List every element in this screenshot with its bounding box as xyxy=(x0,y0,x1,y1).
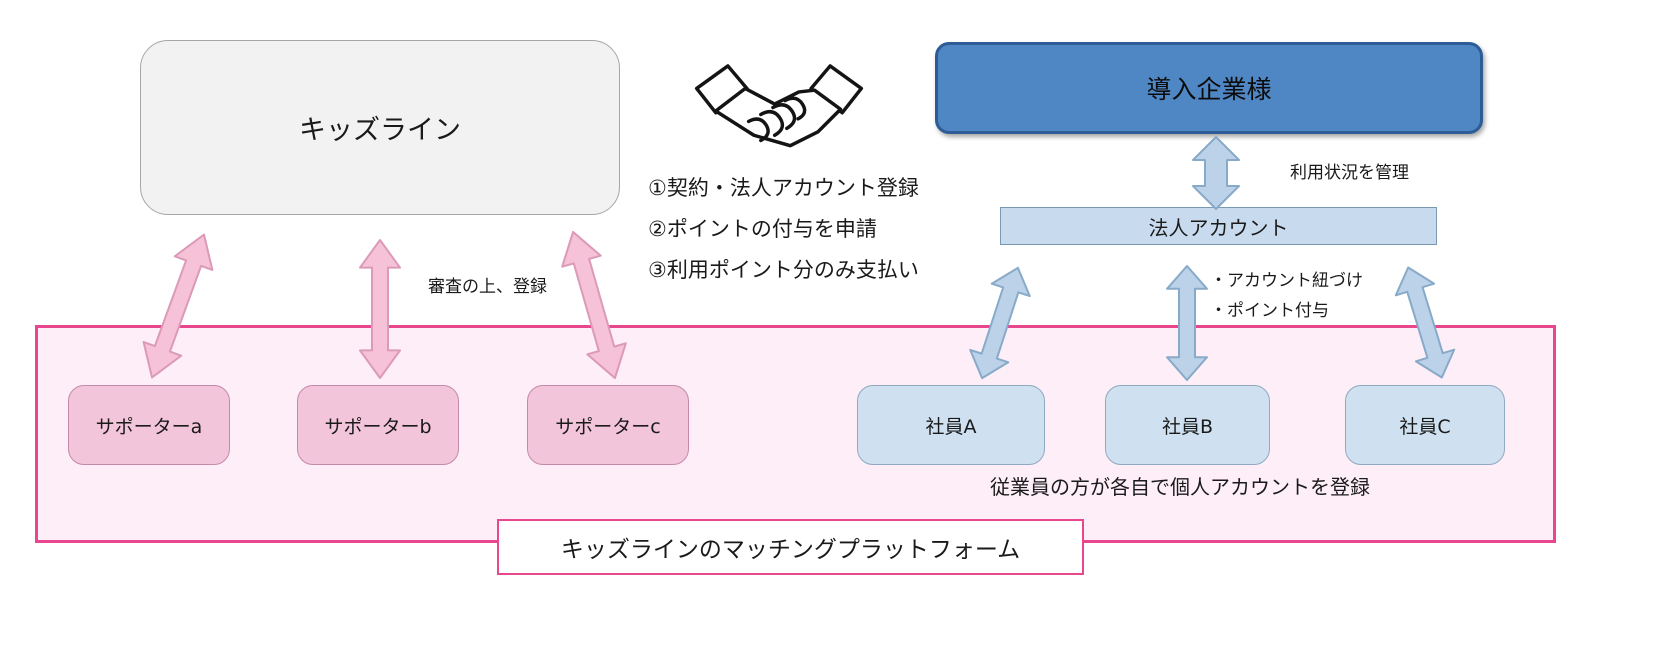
supporter-c-label: サポーターc xyxy=(555,415,661,438)
contract-note-1: ①契約・法人アカウント登録 xyxy=(648,176,919,200)
double-arrow-supporter-c xyxy=(554,226,634,383)
platform-container xyxy=(35,325,1556,543)
kidsline-box: キッズライン xyxy=(140,40,620,215)
double-arrow-employee-b xyxy=(1167,266,1207,380)
company-label: 導入企業様 xyxy=(1146,75,1272,104)
supporter-a-label: サポーターa xyxy=(95,415,203,438)
employee-box-a: 社員A xyxy=(857,385,1045,465)
corporate-account-box: 法人アカウント xyxy=(1000,207,1437,245)
double-arrow-company-account xyxy=(1193,137,1239,209)
employee-b-label: 社員B xyxy=(1161,415,1214,438)
corporate-account-label: 法人アカウント xyxy=(1148,215,1289,240)
platform-title-label: キッズラインのマッチングプラットフォーム xyxy=(560,537,1021,563)
contract-note-2: ②ポイントの付与を申請 xyxy=(648,217,877,241)
platform-title-box: キッズラインのマッチングプラットフォーム xyxy=(497,519,1084,575)
supporter-box-b: サポーターb xyxy=(297,385,459,465)
employee-a-label: 社員A xyxy=(925,415,977,438)
contract-note-3: ③利用ポイント分のみ支払い xyxy=(648,258,919,282)
kidsline-label: キッズライン xyxy=(299,115,461,146)
double-arrow-employee-a xyxy=(963,262,1037,385)
handshake-icon xyxy=(688,58,870,164)
double-arrow-supporter-b xyxy=(360,240,400,378)
point-grant-label: ・ポイント付与 xyxy=(1210,301,1329,321)
supporter-b-label: サポーターb xyxy=(324,415,432,438)
employee-c-label: 社員C xyxy=(1399,415,1451,438)
supporter-box-a: サポーターa xyxy=(68,385,230,465)
screening-label: 審査の上、登録 xyxy=(428,277,547,297)
account-link-label: ・アカウント紐づけ xyxy=(1210,271,1363,291)
supporter-box-c: サポーターc xyxy=(527,385,689,465)
employee-box-c: 社員C xyxy=(1345,385,1505,465)
employee-note: 従業員の方が各自で個人アカウントを登録 xyxy=(990,475,1370,499)
usage-management-label: 利用状況を管理 xyxy=(1290,163,1409,183)
contract-notes: ①契約・法人アカウント登録 ②ポイントの付与を申請 ③利用ポイント分のみ支払い xyxy=(648,168,919,291)
double-arrow-supporter-a xyxy=(133,228,223,385)
double-arrow-employee-c xyxy=(1389,262,1461,384)
company-box: 導入企業様 xyxy=(935,42,1483,134)
employee-box-b: 社員B xyxy=(1105,385,1270,465)
